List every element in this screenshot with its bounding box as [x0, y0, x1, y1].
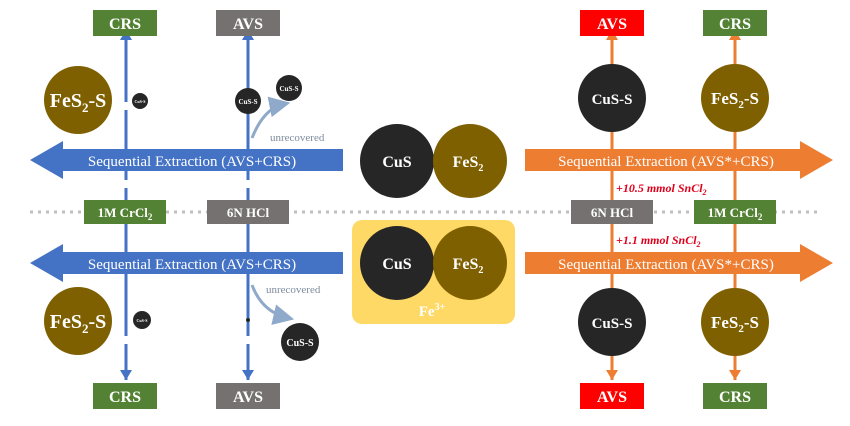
left-top-extraction-arrow: [30, 141, 343, 179]
left-top-cus-s-circle-b: [276, 75, 302, 101]
sncl2-bottom-label: +1.1 mmol SnCl2: [616, 233, 701, 249]
left-top-avs-box: [216, 10, 280, 36]
center-bottom-fes2-circle: [433, 226, 507, 300]
left-top-extraction-label: Sequential Extraction (AVS+CRS): [88, 154, 296, 170]
right-crcl2-label: 1M CrCl2: [708, 205, 763, 222]
left-bottom-crs-label: CRS: [109, 389, 141, 406]
right-bottom-extraction-arrow: [525, 244, 833, 282]
right-bottom-cus-s-circle: [578, 288, 646, 356]
right-top-extraction-label: Sequential Extraction (AVS*+CRS): [558, 154, 774, 170]
left-top-fes2-s-label: FeS2-S: [50, 90, 107, 115]
left-top-avs-label: AVS: [233, 16, 263, 33]
center-top-fes2-label: FeS2: [453, 154, 484, 174]
right-top-cus-s-label: CuS-S: [592, 92, 633, 108]
right-bottom-fes2-s-label: FeS2-S: [711, 313, 759, 335]
left-bottom-cus-s-circle: [281, 323, 319, 361]
left-bottom-avs-label: AVS: [233, 389, 263, 406]
left-bottom-fes2-s-circle: [44, 287, 112, 355]
left-bottom-unrecovered-arc: [250, 284, 295, 325]
right-bottom-crs-label: CRS: [719, 389, 751, 406]
right-bottom-crs-box: [703, 383, 767, 409]
right-bottom-extraction-label: Sequential Extraction (AVS*+CRS): [558, 257, 774, 273]
center-bottom-cus-circle: [360, 226, 434, 300]
right-top-fes2-s-circle: [701, 64, 769, 132]
left-bottom-small-cus-s-circle: [133, 311, 151, 329]
right-bottom-fes2-s-circle: [701, 288, 769, 356]
left-crs-down-arrowhead: [120, 370, 132, 380]
center-top-cus-circle: [360, 124, 434, 198]
left-bottom-extraction-arrow: [30, 244, 343, 282]
right-crs-down-arrowhead: [729, 370, 741, 380]
center-bottom-fes2-label: FeS2: [453, 256, 484, 276]
right-top-avs-box: [580, 10, 644, 36]
left-top-cus-s-label-a: CuS-S: [238, 98, 257, 106]
right-top-cus-s-circle: [578, 64, 646, 132]
right-top-avs-label: AVS: [597, 16, 627, 33]
center-bottom-cus-label: CuS: [382, 256, 411, 273]
right-bottom-cus-s-label: CuS-S: [592, 316, 633, 332]
left-top-cus-s-circle-a: [235, 88, 261, 114]
right-hcl-box: [571, 200, 653, 224]
left-avs-down-arrowhead: [242, 370, 254, 380]
left-top-fes2-s-circle: [44, 66, 112, 134]
left-hcl-label: 6N HCl: [227, 205, 270, 220]
right-top-crs-box: [703, 10, 767, 36]
center-top-cus-label: CuS: [382, 154, 411, 171]
left-top-cus-s-label-b: CuS-S: [279, 85, 298, 93]
right-bottom-avs-label: AVS: [597, 389, 627, 406]
right-top-crs-label: CRS: [719, 16, 751, 33]
left-top-unrecovered-arc: [250, 96, 291, 139]
left-top-small-cus-s-circle: [132, 93, 148, 109]
right-top-fes2-s-label: FeS2-S: [711, 89, 759, 111]
sncl2-top-label: +10.5 mmol SnCl2: [616, 181, 707, 197]
right-bottom-avs-box: [580, 383, 644, 409]
left-top-unrecovered-label: unrecovered: [270, 132, 325, 144]
left-bottom-fes2-s-label: FeS2-S: [50, 311, 107, 336]
left-bottom-small-cus-s-label: CuS-S: [137, 318, 149, 323]
left-crcl2-label: 1M CrCl2: [98, 205, 153, 222]
fe3-label: Fe3+: [419, 302, 446, 320]
left-bottom-cus-s-label: CuS-S: [286, 338, 314, 349]
left-top-small-cus-s-label: CuS-S: [135, 99, 147, 104]
left-crcl2-box: [84, 200, 166, 224]
left-top-crs-box: [93, 10, 157, 36]
right-crcl2-box: [694, 200, 776, 224]
left-hcl-box: [207, 200, 289, 224]
center-top-fes2-circle: [433, 124, 507, 198]
left-bottom-crs-box: [93, 383, 157, 409]
left-bottom-extraction-label: Sequential Extraction (AVS+CRS): [88, 257, 296, 273]
right-avs-down-arrowhead: [606, 370, 618, 380]
left-bottom-tiny-dot: [246, 318, 250, 322]
right-top-extraction-arrow: [525, 141, 833, 179]
right-hcl-label: 6N HCl: [591, 205, 634, 220]
left-bottom-avs-box: [216, 383, 280, 409]
left-bottom-unrecovered-label: unrecovered: [266, 284, 321, 296]
left-top-crs-label: CRS: [109, 16, 141, 33]
